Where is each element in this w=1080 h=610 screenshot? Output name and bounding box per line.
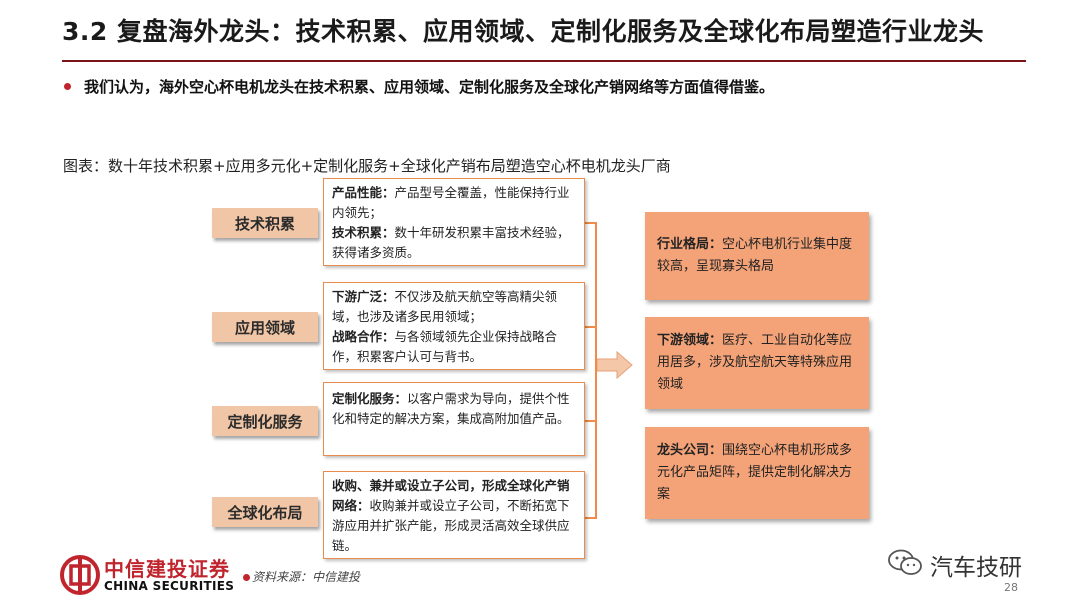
label-global-layout: 全球化布局 xyxy=(212,497,318,527)
figure-caption: 图表：数十年技术积累+应用多元化+定制化服务+全球化产销布局塑造空心杯电机龙头厂… xyxy=(63,157,671,175)
detail-text: 收购兼并或设立子公司，不断拓宽下游应用并扩张产能，形成灵活高效全球供应链。 xyxy=(332,498,570,553)
detail-text: 产品型号全覆盖，性能保持行业内领先； xyxy=(332,185,570,220)
source-dot xyxy=(243,574,250,581)
source-note: 资料来源：中信建投 xyxy=(252,570,361,584)
connector-line xyxy=(585,326,597,328)
connector-vertical xyxy=(595,222,597,519)
detail-text: 数十年研发积累丰富技术经验，获得诸多资质。 xyxy=(332,225,570,260)
detail-box-global: 收购、兼并或设立子公司，形成全球化产销网络：收购兼并或设立子公司，不断拓宽下游应… xyxy=(323,471,585,559)
page-number: 28 xyxy=(1004,581,1018,594)
label-application-fields: 应用领域 xyxy=(212,312,318,342)
arrow-right-icon xyxy=(597,350,633,380)
result-key: 下游领域： xyxy=(657,333,723,348)
detail-text: 以客户需求为导向，提供个性化和特定的解决方案，集成高附加值产品。 xyxy=(332,391,570,426)
detail-box-application: 下游广泛：不仅涉及航天航空等高精尖领域，也涉及诸多民用领域； 战略合作：与各领域… xyxy=(323,282,585,370)
detail-key: 下游广泛： xyxy=(332,289,395,304)
result-box-industry: 行业格局：空心杯电机行业集中度较高，呈现寡头格局 xyxy=(645,212,869,300)
slide-title: 3.2 复盘海外龙头：技术积累、应用领域、定制化服务及全球化布局塑造行业龙头 xyxy=(62,17,984,46)
detail-text: 与各领域领先企业保持战略合作，积累客户认可与背书。 xyxy=(332,329,558,364)
detail-key: 战略合作： xyxy=(332,329,395,344)
bullet-text: 我们认为，海外空心杯电机龙头在技术积累、应用领域、定制化服务及全球化产销网络等方… xyxy=(84,78,775,96)
result-box-leader: 龙头公司：围绕空心杯电机形成多元化产品矩阵，提供定制化解决方案 xyxy=(645,427,869,519)
title-rule xyxy=(62,60,1026,62)
result-text: 医疗、工业自动化等应用居多，涉及航空航天等特殊应用领域 xyxy=(657,333,853,392)
watermark-text: 汽车技研 xyxy=(930,555,1022,581)
logo-chinese: 中信建投证券 xyxy=(104,557,230,581)
connector-line xyxy=(585,420,597,422)
label-tech-accumulation: 技术积累 xyxy=(212,208,318,238)
result-box-downstream: 下游领域：医疗、工业自动化等应用居多，涉及航空航天等特殊应用领域 xyxy=(645,317,869,409)
wechat-icon xyxy=(888,549,922,575)
result-key: 龙头公司： xyxy=(657,443,723,458)
result-text: 围绕空心杯电机形成多元化产品矩阵，提供定制化解决方案 xyxy=(657,443,853,502)
detail-text: 不仅涉及航天航空等高精尖领域，也涉及诸多民用领域； xyxy=(332,289,558,324)
result-key: 行业格局： xyxy=(657,237,723,252)
detail-box-tech: 产品性能：产品型号全覆盖，性能保持行业内领先； 技术积累：数十年研发积累丰富技术… xyxy=(323,178,585,266)
detail-key: 定制化服务： xyxy=(332,391,408,406)
logo-english: CHINA SECURITIES xyxy=(104,579,235,593)
result-text: 空心杯电机行业集中度较高，呈现寡头格局 xyxy=(657,237,853,274)
detail-key: 产品性能： xyxy=(332,185,395,200)
detail-key: 收购、兼并或设立子公司，形成全球化产销网络： xyxy=(332,478,570,513)
connector-line xyxy=(585,222,597,224)
detail-key: 技术积累： xyxy=(332,225,395,240)
label-customized-service: 定制化服务 xyxy=(212,406,318,436)
bullet-dot xyxy=(64,83,71,90)
citic-logo-icon xyxy=(60,555,100,595)
detail-box-customized: 定制化服务：以客户需求为导向，提供个性化和特定的解决方案，集成高附加值产品。 xyxy=(323,382,585,456)
connector-line xyxy=(585,517,597,519)
